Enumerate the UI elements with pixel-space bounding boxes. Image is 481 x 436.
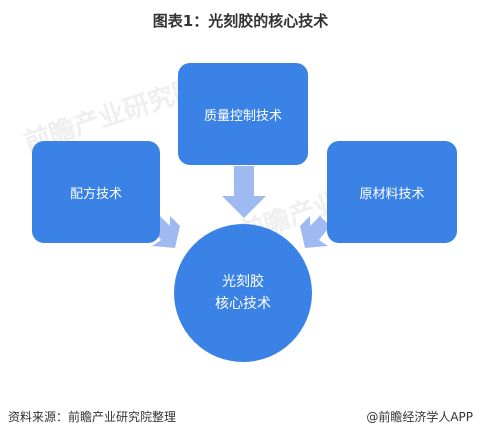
core-line-1: 光刻胶 bbox=[222, 274, 264, 290]
core-line-2: 核心技术 bbox=[215, 296, 271, 312]
node-core-technology: 光刻胶 核心技术 bbox=[174, 224, 312, 362]
brand-note: @前瞻经济学人APP bbox=[366, 410, 473, 424]
arrow-top-to-center bbox=[222, 166, 266, 218]
source-note: 资料来源：前瞻产业研究院整理 bbox=[8, 410, 177, 424]
node-quality-control-label: 质量控制技术 bbox=[203, 108, 282, 124]
node-raw-material-label: 原材料技术 bbox=[359, 186, 425, 202]
node-raw-material: 原材料技术 bbox=[327, 141, 457, 243]
node-formula-label: 配方技术 bbox=[69, 186, 122, 202]
node-formula: 配方技术 bbox=[32, 141, 160, 243]
node-quality-control: 质量控制技术 bbox=[178, 63, 308, 165]
arrow-right-to-center bbox=[300, 216, 330, 248]
diagram-title: 图表1：光刻胶的核心技术 bbox=[152, 12, 329, 30]
